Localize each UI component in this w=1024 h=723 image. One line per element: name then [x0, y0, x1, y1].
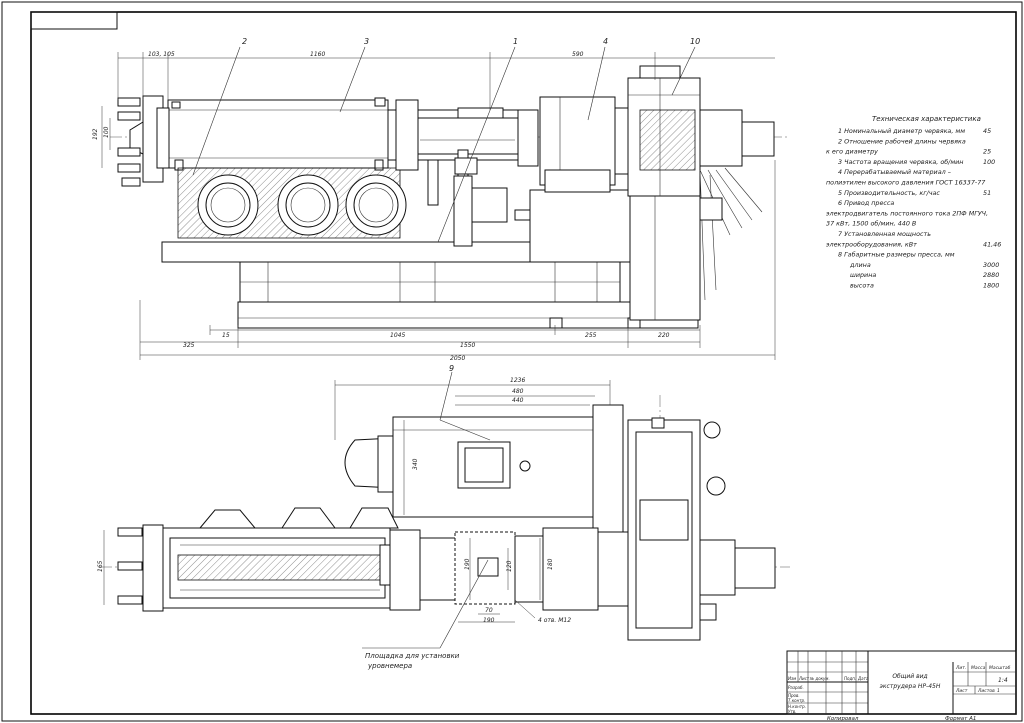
spec-row-value: 51: [983, 189, 991, 197]
dim-590: 590: [572, 51, 584, 58]
spec-row-text: ширина: [850, 271, 876, 279]
dim-325: 325: [183, 342, 195, 349]
spec-row-text: полиэтилен высокого давления ГОСТ 16337-…: [826, 179, 985, 187]
dim-180: 180: [547, 558, 554, 570]
callout-3: 3: [364, 37, 369, 46]
spec-row-text: высота: [850, 282, 874, 290]
spec-row-text: 2 Отношение рабочей длины червяка: [838, 137, 966, 145]
dim-440: 440: [512, 397, 524, 404]
dim-2050: 2050: [450, 355, 465, 362]
spec-row-text: 8 Габаритные размеры пресса, мм: [838, 251, 955, 259]
callout-2: 2: [242, 37, 247, 46]
dim-100: 100: [103, 126, 110, 138]
dim-1045: 1045: [390, 332, 405, 339]
tb-hdr-izm: Изм: [788, 676, 796, 681]
spec-row-text: 6 Привод пресса: [838, 199, 894, 207]
tb-row-approved: Утв.: [788, 709, 796, 714]
installation-note: Площадка для установки уровнемера: [365, 652, 460, 670]
tb-row-ncontrol: Н.контр.: [788, 704, 806, 709]
dim-340: 340: [412, 458, 419, 470]
tb-col-scale: Масштаб: [989, 665, 1011, 671]
tb-col-lit: Лит.: [955, 665, 966, 671]
callout-9: 9: [449, 364, 454, 373]
callout-4: 4: [603, 37, 608, 46]
spec-rows: 1 Номинальный диаметр червяка, мм 45 2 Отн…: [826, 127, 1001, 290]
spec-row-text: 4 Перерабатываемый материал –: [838, 168, 951, 176]
dim-1160: 1160: [310, 51, 325, 58]
dim-190a: 190: [464, 558, 471, 570]
dim-120: 120: [506, 560, 513, 572]
dimension-lines: [101, 52, 776, 623]
tech-specs: Техническая характеристика 1 Номинальный…: [826, 115, 1001, 290]
tb-hdr-list: Лист: [798, 676, 810, 681]
tb-scale-value: 1:4: [998, 677, 1008, 684]
tb-col-mass: Масса: [971, 665, 986, 671]
tb-hdr-sign: Подп.: [844, 676, 856, 681]
dim-holes: 4 отв. М12: [538, 617, 571, 624]
spec-row-value: 100: [983, 158, 995, 166]
note-line1: Площадка для установки: [365, 652, 460, 660]
spec-row-text: длина: [849, 261, 871, 269]
plan-view: [100, 371, 790, 649]
spec-row-value: 45: [983, 127, 991, 135]
tb-row-dev: Разраб.: [788, 685, 804, 690]
spec-row-text: 1 Номинальный диаметр червяка, мм: [838, 127, 965, 135]
callouts: 2 3 1 4 10 9: [242, 37, 700, 373]
dim-70: 70: [485, 607, 493, 614]
tb-name-line2: экструдера НР-45Н: [880, 683, 941, 690]
spec-row-value: 1800: [983, 282, 999, 290]
spec-row-text: 7 Установленная мощность: [838, 230, 931, 238]
dim-220: 220: [658, 332, 670, 339]
callout-1: 1: [513, 37, 518, 46]
spec-row-text: 37 кВт, 1500 об/мин, 440 В: [826, 220, 916, 228]
spec-row-value: 25: [983, 148, 991, 156]
tb-sheets-label: Листов: [977, 688, 995, 694]
dimension-texts: 103, 105 1160 590 192 100 15 1045 255 22…: [92, 51, 670, 624]
spec-row-text: 3 Частота вращения червяка, об/мин: [838, 158, 963, 166]
format-label: Формат А1: [945, 716, 976, 722]
spec-row-value: 41,46: [983, 240, 1001, 248]
tb-sheet-label: Лист: [955, 688, 968, 694]
note-line2: уровнемера: [367, 662, 412, 670]
dim-190b: 190: [483, 617, 495, 624]
spec-row-value: 2880: [983, 271, 999, 279]
tb-row-tcontrol: Т.контр.: [788, 698, 805, 703]
tb-row-check: Пров.: [788, 693, 800, 698]
spec-row-text: электродвигатель постоянного тока 2ПФ МГ…: [826, 209, 988, 217]
spec-row-text: электрооборудования, кВт: [826, 240, 917, 248]
tb-hdr-doc: № докум.: [809, 676, 830, 681]
tb-hdr-date: Дата: [857, 676, 869, 681]
tb-name-line1: Общий вид: [892, 673, 927, 680]
dim-1550: 1550: [460, 342, 475, 349]
copy-label: Копировал: [827, 716, 859, 722]
spec-row-value: 3000: [983, 261, 999, 269]
title-block: Изм Лист № докум. Подп. Дата Разраб. Про…: [786, 650, 1017, 715]
front-view: [110, 46, 790, 329]
dim-1236: 1236: [510, 377, 525, 384]
dim-480: 480: [512, 388, 524, 395]
specs-title: Техническая характеристика: [872, 115, 981, 123]
dim-192: 192: [92, 128, 99, 140]
dim-255: 255: [585, 332, 597, 339]
spec-row-text: 5 Производительность, кг/час: [838, 189, 940, 197]
dim-103: 103, 105: [148, 51, 175, 58]
dim-15: 15: [222, 332, 230, 339]
callout-10: 10: [690, 37, 700, 46]
tb-sheets-value: 1: [997, 688, 1000, 694]
spec-row-text: к его диаметру: [826, 148, 878, 156]
dim-165: 165: [97, 560, 104, 572]
